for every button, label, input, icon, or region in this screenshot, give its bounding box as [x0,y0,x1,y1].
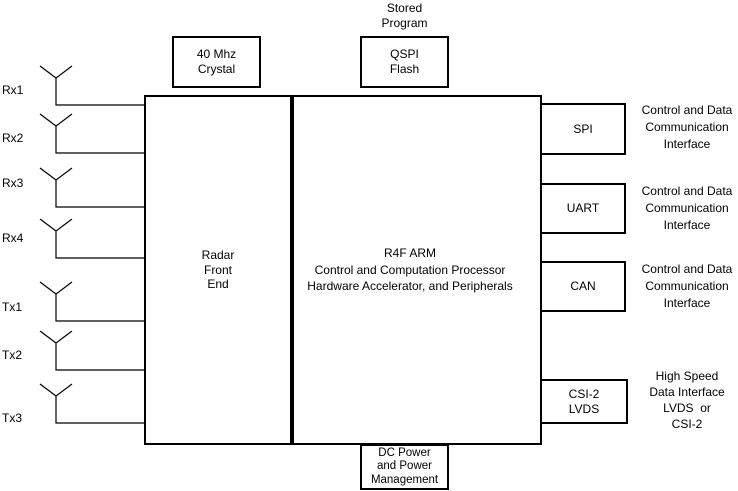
radar-front-end-block: Radar Front End [144,95,292,445]
antenna-label-tx1: Tx1 [2,300,23,314]
can-interface-description: Control and Data Communication Interface [641,262,733,310]
uart-interface-description: Control and Data Communication Interface [641,184,733,232]
antenna-label-tx3: Tx3 [2,411,23,425]
antenna-icon [39,65,146,106]
antenna-label-rx1: Rx1 [2,83,24,97]
antenna-icon [39,330,146,371]
spi-interface-description: Control and Data Communication Interface [641,103,733,151]
antenna-icon [39,113,146,154]
uart-port-box: UART [540,183,626,234]
antenna-label-rx3: Rx3 [2,176,24,190]
can-port-box: CAN [540,261,626,312]
dc-power-box: DC Power and Power Management [360,444,449,490]
spi-port-box: SPI [540,103,626,155]
antenna-label-rx2: Rx2 [2,131,24,145]
antenna-label-rx4: Rx4 [2,231,24,245]
antenna-label-tx2: Tx2 [2,348,23,362]
crystal-box: 40 Mhz Crystal [172,36,261,88]
antenna-icon [39,383,146,424]
antenna-icon [39,218,146,259]
stored-program-caption: Stored Program [381,1,428,30]
csi2-lvds-port-box: CSI-2 LVDS [540,379,628,424]
csi2-interface-description: High Speed Data Interface LVDS or CSI-2 [649,369,725,431]
antenna-icon [39,167,146,208]
antenna-icon [39,281,146,322]
qspi-flash-box: QSPI Flash [360,36,449,88]
processor-block: R4F ARM Control and Computation Processo… [292,95,542,445]
